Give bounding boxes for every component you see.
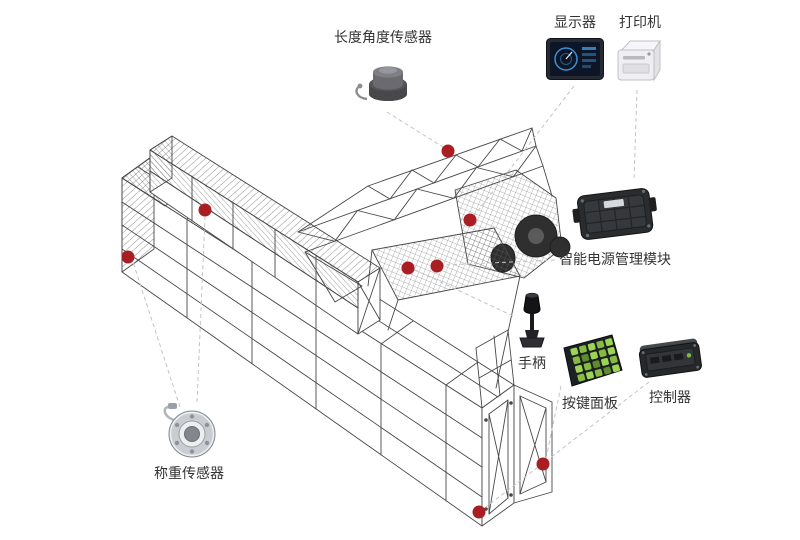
connector-line-controller bbox=[485, 381, 650, 508]
sensor-mount-marker-1 bbox=[441, 144, 455, 158]
connector-line-keypad bbox=[545, 385, 562, 460]
connector-line-length-angle-sensor bbox=[386, 111, 444, 148]
sensor-mount-marker-4 bbox=[463, 213, 477, 227]
controller-icon bbox=[638, 338, 702, 378]
connector-line-printer bbox=[633, 89, 638, 181]
controller-label: 控制器 bbox=[649, 390, 691, 406]
power-module-label: 智能电源管理模块 bbox=[559, 252, 671, 268]
component-load-cell: 称重传感器 bbox=[147, 400, 231, 483]
load-cell-icon bbox=[163, 403, 216, 458]
handle-joystick-icon bbox=[519, 292, 545, 348]
component-length-angle-sensor: 长度角度传感器 bbox=[316, 30, 450, 109]
sensor-mount-marker-5 bbox=[401, 261, 415, 275]
sensor-mount-marker-3 bbox=[121, 250, 135, 264]
keypad-icon bbox=[563, 334, 623, 387]
component-keypad: 按键面板 bbox=[549, 332, 631, 413]
sensor-mount-marker-7 bbox=[536, 457, 550, 471]
component-printer: 打印机 bbox=[611, 15, 669, 86]
display-label: 显示器 bbox=[554, 15, 596, 31]
load-cell-label: 称重传感器 bbox=[154, 466, 224, 482]
length-angle-sensor-label: 长度角度传感器 bbox=[334, 30, 432, 46]
connector-line-load-cell bbox=[132, 261, 181, 408]
printer-label: 打印机 bbox=[619, 15, 661, 31]
printer-icon bbox=[617, 39, 661, 82]
mesh-platform bbox=[367, 227, 521, 389]
connector-line-handle bbox=[414, 269, 514, 317]
handle-label: 手柄 bbox=[518, 356, 546, 372]
keypad-label: 按键面板 bbox=[562, 396, 618, 412]
connector-line-display bbox=[473, 85, 575, 217]
sensor-mount-marker-8 bbox=[472, 505, 486, 519]
component-controller: 控制器 bbox=[631, 330, 709, 407]
sensor-mount-marker-2 bbox=[198, 203, 212, 217]
component-handle: 手柄 bbox=[506, 292, 558, 373]
component-power-module: 智能电源管理模块 bbox=[553, 180, 677, 269]
connector-line-power-module bbox=[443, 259, 556, 266]
sensor-mount-marker-6 bbox=[430, 259, 444, 273]
power-module-icon bbox=[572, 188, 657, 240]
component-display: 显示器 bbox=[545, 15, 605, 80]
length-angle-sensor-icon bbox=[355, 66, 407, 101]
connector-line-load-cell bbox=[196, 216, 206, 403]
display-icon bbox=[546, 37, 604, 80]
